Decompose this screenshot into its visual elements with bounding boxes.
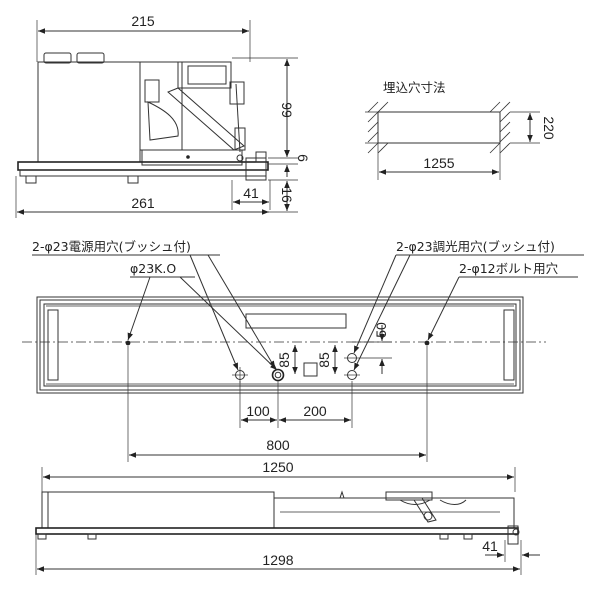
cutout-hatching [365,101,511,154]
front-view: 1250 41 1298 [35,459,540,575]
side-height-bottom-label: 16 [279,187,295,203]
front-offset-right-label: 41 [482,538,498,554]
dim-200-label: 200 [303,403,327,419]
callout-power-hole: 2-φ23電源用穴(ブッシュ付) [32,239,191,254]
plan-view: 2-φ23電源用穴(ブッシュ付) φ23K.O 2-φ23調光用穴(ブッシュ付)… [22,239,584,462]
side-width-total-label: 261 [131,195,155,211]
side-width-top-label: 215 [131,13,155,29]
cutout-width-label: 1255 [423,155,454,171]
side-gap-small-label: 6 [295,154,311,162]
dim-100-label: 100 [246,403,270,419]
dim-800-label: 800 [266,437,290,453]
cutout-height-label: 220 [541,116,557,140]
dim-85-right-label: 85 [316,352,332,368]
side-offset-right-label: 41 [243,185,259,201]
callout-bolt-hole: 2-φ12ボルト用穴 [459,261,559,276]
front-width-total-label: 1298 [262,552,293,568]
callout-dimmer-hole: 2-φ23調光用穴(ブッシュ付) [396,239,555,254]
side-view: 215 99 6 [15,13,311,218]
side-height-body-label: 99 [279,102,295,118]
dim-50-label: 50 [373,322,389,338]
cutout-title: 埋込穴寸法 [383,80,446,95]
dim-85-left-label: 85 [276,352,292,368]
front-width-top-label: 1250 [262,459,293,475]
cutout-view: 埋込穴寸法 220 1255 [365,80,557,180]
callout-knockout: φ23K.O [130,261,176,276]
